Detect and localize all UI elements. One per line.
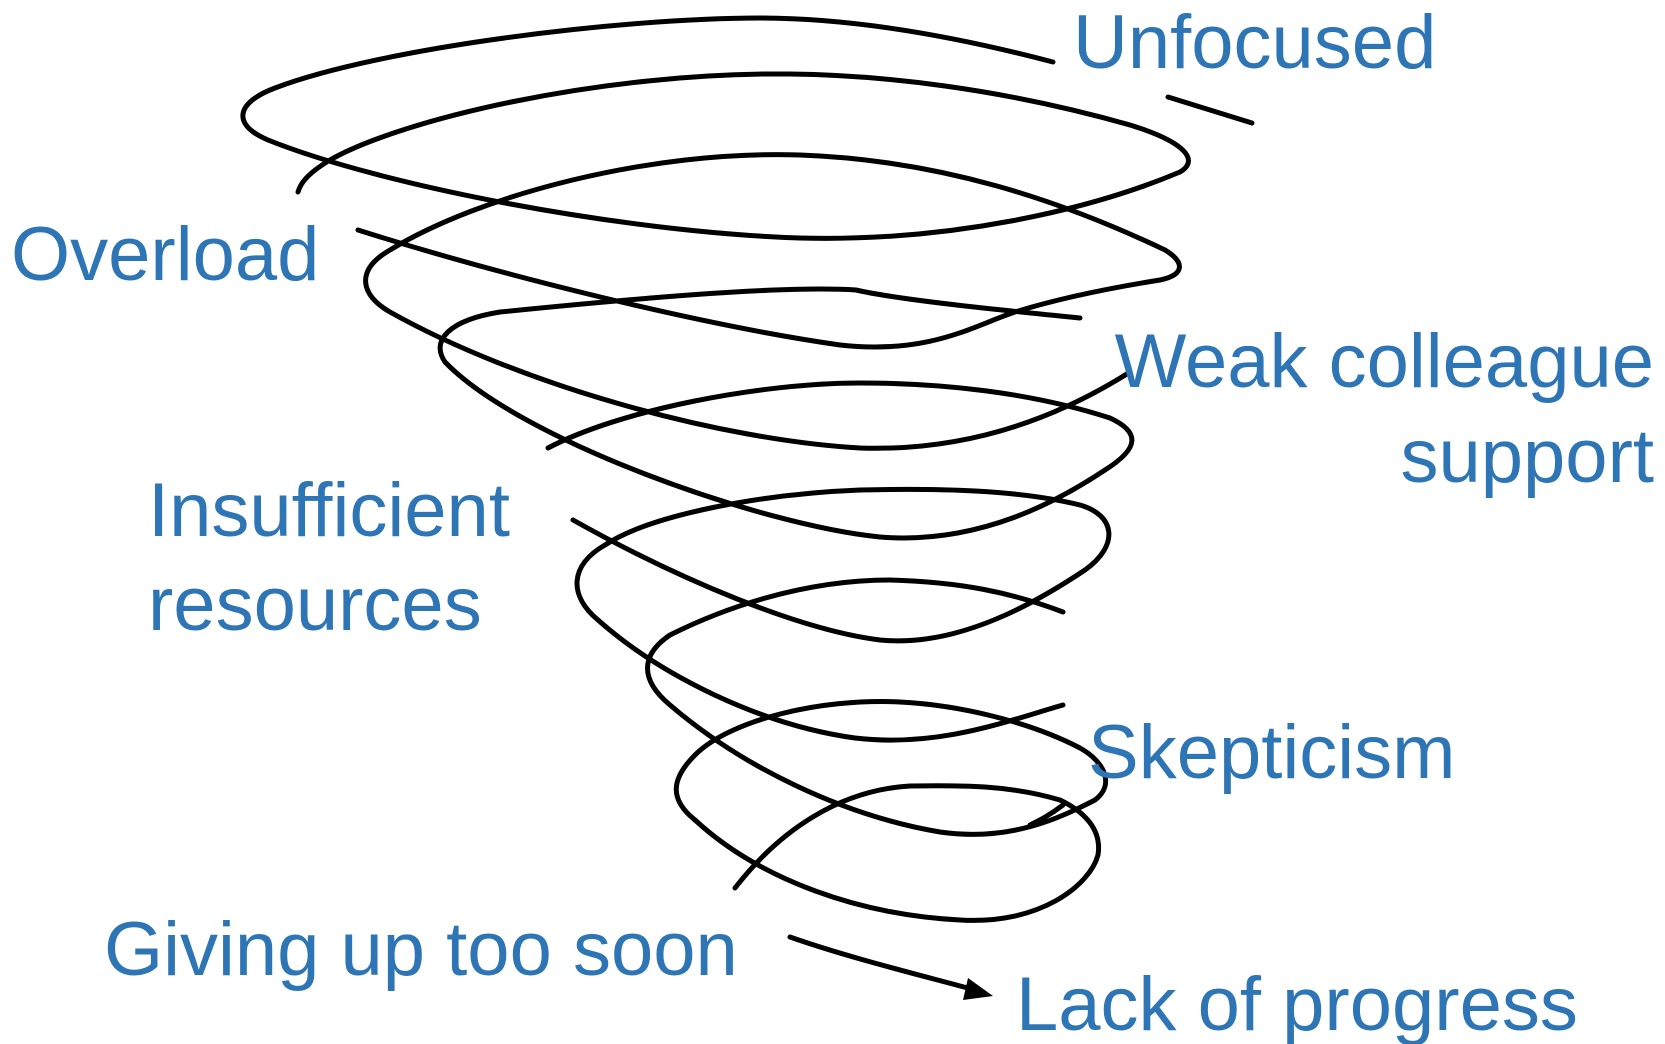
arrow-head <box>963 978 993 1000</box>
spiral-loop-7 <box>692 783 1102 923</box>
spiral-loop-2 <box>1165 94 1255 126</box>
label-insufficient-resources-line1: Insufficient <box>148 468 510 553</box>
arrow-shaft <box>787 934 978 993</box>
spiral-loop-6 <box>645 577 1109 837</box>
label-weak-colleague-support-line2: support <box>1401 414 1655 499</box>
spiral-funnel <box>240 15 1255 923</box>
spiral-loop-4 <box>437 286 1135 541</box>
label-skepticism: Skepticism <box>1088 710 1455 795</box>
label-giving-up-too-soon: Giving up too soon <box>104 907 738 992</box>
spiral-loop-5 <box>570 486 1112 743</box>
spiral-loop-1 <box>240 15 1191 241</box>
label-insufficient-resources-line2: resources <box>148 562 482 647</box>
label-lack-of-progress: Lack of progress <box>1016 962 1578 1044</box>
spiral-loop-3 <box>355 152 1182 451</box>
label-overload: Overload <box>11 212 319 297</box>
spiral-tail <box>1027 802 1066 828</box>
label-unfocused: Unfocused <box>1073 0 1436 85</box>
progress-arrow <box>787 934 993 1000</box>
label-weak-colleague-support-line1: Weak colleague <box>1115 319 1654 404</box>
